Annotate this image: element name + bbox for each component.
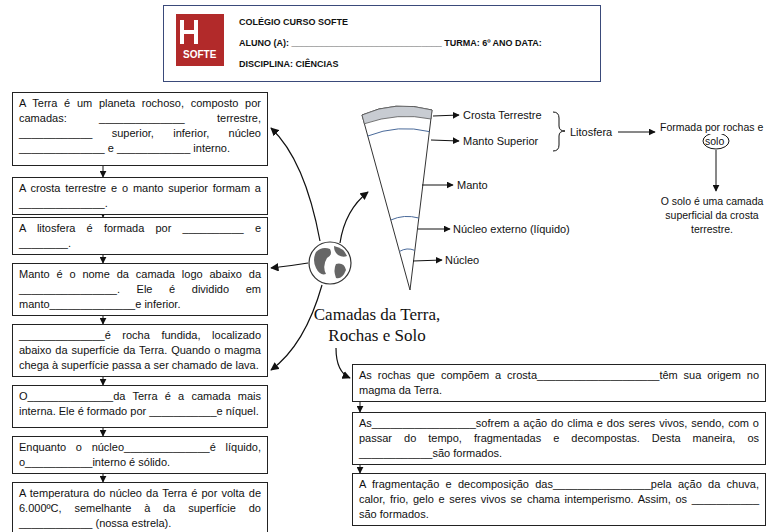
box-text: A Terra é um planeta rochoso, composto p… xyxy=(19,96,261,156)
flow-arrow xyxy=(360,402,361,412)
box-text: ALUNO (A): _____________________________… xyxy=(239,33,592,54)
flow-arrow xyxy=(103,316,104,324)
mantle-line xyxy=(368,129,430,136)
flow-arrow xyxy=(103,474,104,482)
diagram-title: Camadas da Terra, Rochas e Solo xyxy=(297,304,457,346)
part-label: Núcleo xyxy=(445,253,479,267)
globe-icon xyxy=(309,242,351,284)
flow-arrow xyxy=(103,377,104,385)
box-text: Manto é o nome da camada logo abaixo da … xyxy=(19,267,261,312)
box-text: O______________da Terra é a camada mais … xyxy=(19,389,261,419)
info-box: A temperatura do núcleo da Terra é por v… xyxy=(12,482,268,532)
box-text: A litosfera é formada por __________ e _… xyxy=(19,221,261,251)
info-box: Enquanto o núcleo______________é líquido… xyxy=(12,436,268,474)
box-text: As_________________sofrem a ação do clim… xyxy=(359,416,759,461)
info-box: Manto é o nome da camada logo abaixo da … xyxy=(12,263,268,316)
box-text: COLÉGIO CURSO SOFTE xyxy=(239,12,592,33)
info-box: As rochas que compõem a crosta__________… xyxy=(352,364,766,402)
crust-layer xyxy=(362,106,432,124)
flow-arrow xyxy=(103,255,104,263)
part-label: solo xyxy=(705,134,724,148)
box-text: ______________é rocha fundida, localizad… xyxy=(19,328,261,373)
part-label: SOFTE xyxy=(183,48,216,62)
flow-arrow xyxy=(103,166,104,177)
earth-cone xyxy=(362,106,432,290)
box-text: Enquanto o núcleo______________é líquido… xyxy=(19,440,261,470)
part-label: Manto Superior xyxy=(463,134,538,148)
flow-arrow xyxy=(360,465,361,473)
core-line xyxy=(391,216,419,220)
box-text: A fragmentação e decomposição das_______… xyxy=(359,477,759,522)
info-box: O______________da Terra é a camada mais … xyxy=(12,385,268,428)
logo-mark xyxy=(182,20,196,44)
info-box: ______________é rocha fundida, localizad… xyxy=(12,324,268,377)
part-label: Manto xyxy=(457,178,488,192)
box-text: As rochas que compõem a crosta__________… xyxy=(359,368,759,398)
box-text: A temperatura do núcleo da Terra é por v… xyxy=(19,486,261,531)
info-box: A Terra é um planeta rochoso, composto p… xyxy=(12,92,268,166)
box-text: A crosta terrestre e o manto superior fo… xyxy=(19,181,261,211)
part-label: Litosfera xyxy=(570,125,612,139)
info-box: A litosfera é formada por __________ e _… xyxy=(12,217,268,255)
leader-lines xyxy=(413,112,729,261)
info-box: As_________________sofrem a ação do clim… xyxy=(352,412,766,465)
part-label: Núcleo externo (líquido) xyxy=(453,222,570,236)
part-label: O solo é uma camada superficial da crost… xyxy=(655,194,768,236)
header-box: COLÉGIO CURSO SOFTEALUNO (A): __________… xyxy=(163,5,601,82)
part-label: Crosta Terrestre xyxy=(463,108,542,122)
inner-core-line xyxy=(399,249,414,252)
logo xyxy=(176,14,224,66)
info-box: A crosta terrestre e o manto superior fo… xyxy=(12,177,268,215)
info-box: A fragmentação e decomposição das_______… xyxy=(352,473,766,526)
box-text: DISCIPLINA: CIÊNCIAS xyxy=(239,54,592,75)
flow-arrow xyxy=(103,428,104,436)
part-label: Formada por rochas e xyxy=(660,120,763,134)
